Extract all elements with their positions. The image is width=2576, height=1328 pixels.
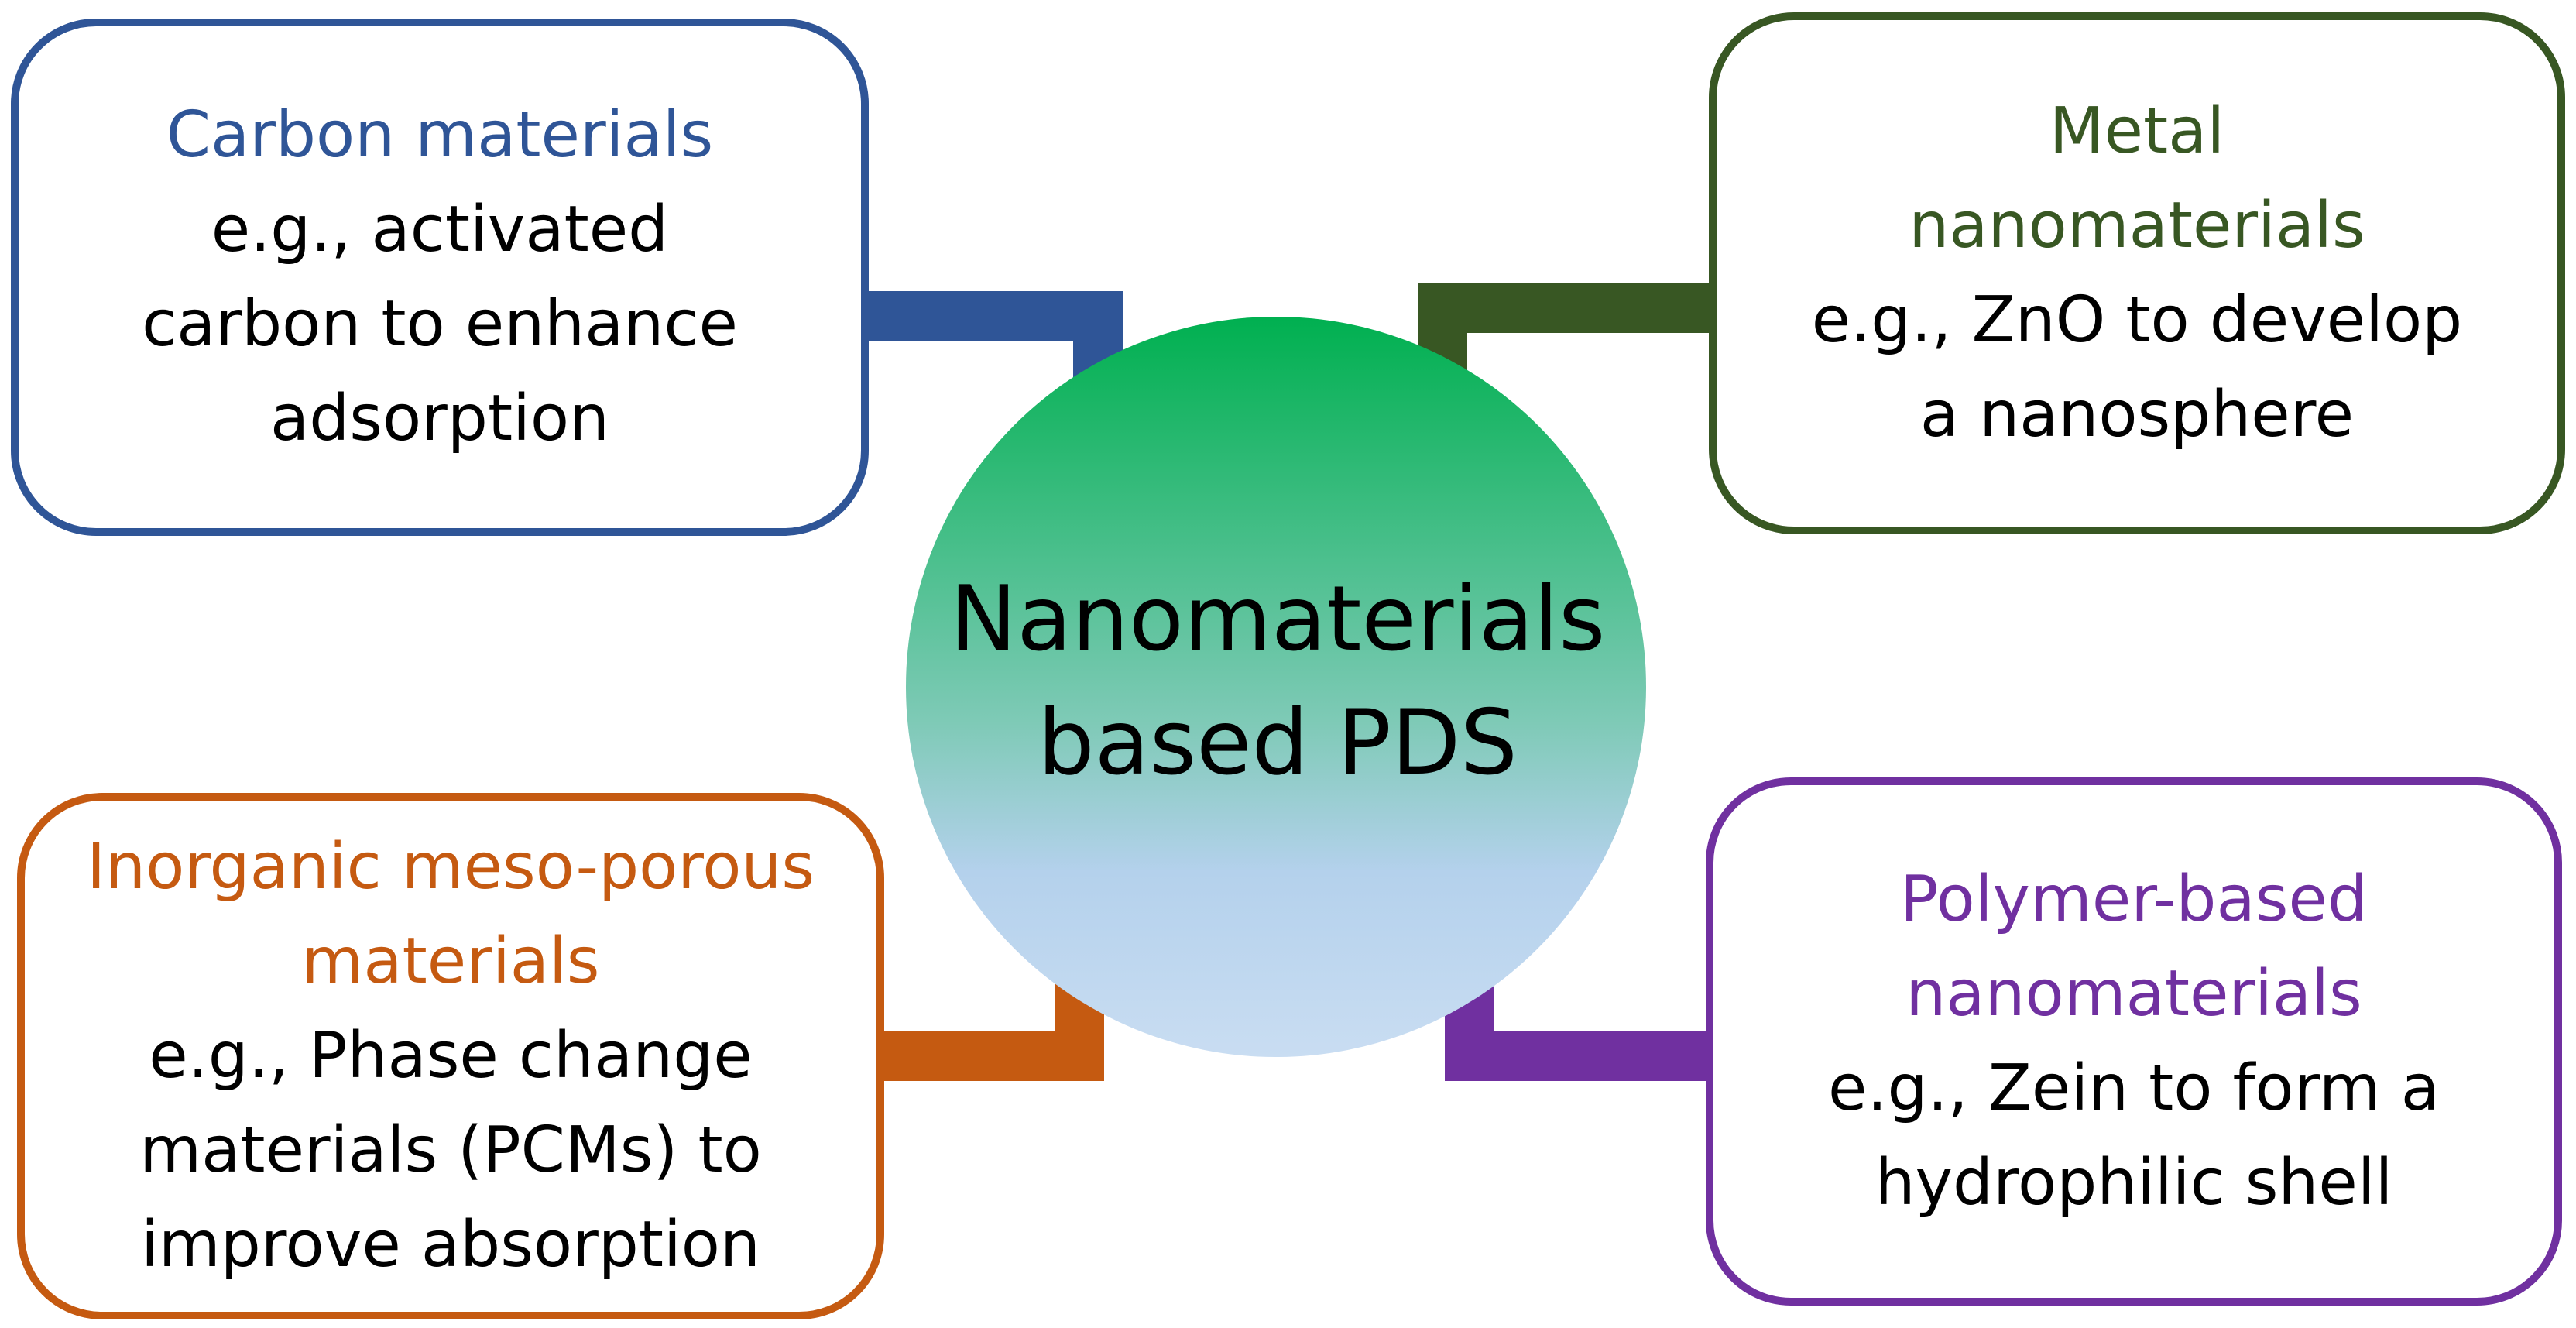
box-title: Metal (2049, 94, 2225, 168)
box-inorganic-mesoporous-materials: Inorganic meso-porous materials e.g., Ph… (17, 793, 884, 1319)
box-title: nanomaterials (1905, 957, 2362, 1031)
box-description: adsorption (269, 382, 610, 455)
box-description: e.g., activated (211, 193, 669, 266)
box-title: materials (301, 925, 600, 998)
center-title-line1: Nanomaterials (949, 567, 1606, 671)
box-title: nanomaterials (1909, 189, 2365, 263)
center-label: Nanomaterials based PDS (906, 558, 1649, 805)
box-description: a nanosphere (1919, 378, 2355, 451)
center-circle (906, 317, 1646, 1057)
box-polymer-based-nanomaterials: Polymer-based nanomaterials e.g., Zein t… (1706, 777, 2562, 1306)
connector-inorganic (884, 976, 1104, 1081)
box-metal-nanomaterials: Metal nanomaterials e.g., ZnO to develop… (1709, 12, 2565, 534)
connector-carbon (869, 291, 1123, 387)
center-title-line2: based PDS (1038, 691, 1518, 795)
box-description: e.g., ZnO to develop (1811, 283, 2463, 357)
box-description: e.g., Phase change (149, 1019, 753, 1093)
box-carbon-materials: Carbon materials e.g., activated carbon … (11, 19, 869, 536)
connector-metal (1418, 283, 1709, 372)
box-description: materials (PCMs) to (139, 1114, 762, 1187)
connector-polymer (1445, 976, 1706, 1081)
box-title: Carbon materials (166, 98, 714, 172)
box-title: Polymer-based (1900, 863, 2368, 936)
box-description: carbon to enhance (142, 287, 738, 361)
box-description: improve absorption (141, 1208, 760, 1282)
box-title: Inorganic meso-porous (86, 830, 815, 904)
box-description: hydrophilic shell (1875, 1146, 2393, 1220)
box-description: e.g., Zein to form a (1827, 1052, 2441, 1125)
